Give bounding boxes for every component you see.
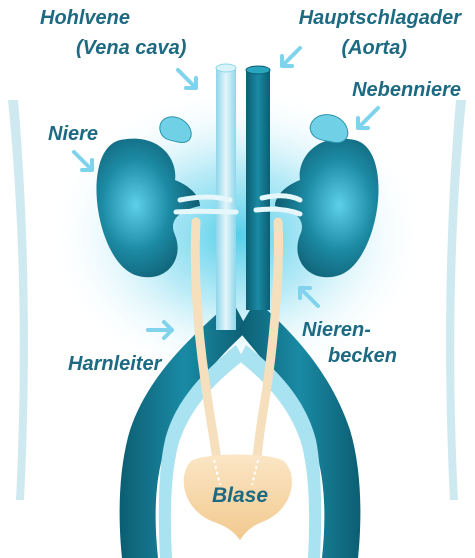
body-outline-right: [446, 100, 466, 500]
label-hohlvene: Hohlvene: [40, 6, 130, 30]
label-harnleiter: Harnleiter: [68, 352, 161, 376]
body-outline-left: [8, 100, 28, 500]
label-vena-cava: (Vena cava): [76, 36, 186, 60]
label-nierenbecken-2: becken: [328, 344, 397, 368]
label-nierenbecken-1: Nieren-: [302, 318, 371, 342]
label-nebenniere: Nebenniere: [352, 78, 461, 102]
label-hauptschlagader: Hauptschlagader: [299, 6, 461, 30]
aorta: [246, 70, 270, 310]
label-aorta: (Aorta): [341, 36, 407, 60]
aorta-opening: [246, 66, 270, 74]
vena-cava-opening: [216, 64, 236, 72]
label-blase: Blase: [212, 484, 268, 508]
label-niere: Niere: [48, 122, 98, 146]
